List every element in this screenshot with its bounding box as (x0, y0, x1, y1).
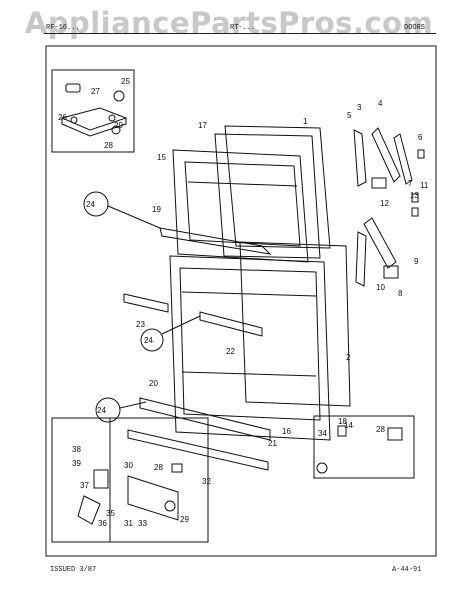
header-rule (44, 33, 436, 34)
inset-bottom-hinge (51, 417, 209, 543)
callout-24-mid: 24 (144, 336, 153, 345)
freezer-door (159, 125, 331, 263)
callout-37: 37 (80, 481, 89, 490)
callout-5: 5 (347, 111, 352, 120)
callout-32: 32 (202, 477, 211, 486)
callout-27: 27 (91, 87, 100, 96)
callout-29-inset: 29 (114, 121, 123, 130)
callout-28-inset: 28 (104, 141, 113, 150)
callout-25: 25 (121, 77, 130, 86)
callout-4: 4 (378, 99, 383, 108)
callout-17: 17 (198, 121, 207, 130)
callout-30: 30 (124, 461, 133, 470)
lower-hinge-parts (355, 217, 399, 287)
callout-23: 23 (136, 320, 145, 329)
callout-10: 10 (376, 283, 385, 292)
inset-top-hinge (51, 69, 135, 153)
callout-3: 3 (357, 103, 362, 112)
header-model-left: RF-16... (46, 24, 80, 32)
callout-33: 33 (138, 519, 147, 528)
callout-14: 14 (344, 421, 353, 430)
detail-circle-mid (140, 328, 164, 352)
callout-11: 11 (420, 181, 429, 190)
upper-hinge-parts (353, 127, 425, 217)
header-model-center: RT-... (230, 24, 256, 32)
callout-18: 18 (338, 417, 347, 426)
callout-29-bottom: 29 (180, 515, 189, 524)
callout-24-top: 24 (86, 200, 95, 209)
callout-9: 9 (414, 257, 419, 266)
callout-19: 19 (152, 205, 161, 214)
callout-39: 39 (72, 459, 81, 468)
callout-26: 26 (58, 113, 67, 122)
callout-36: 36 (98, 519, 107, 528)
callout-8: 8 (398, 289, 403, 298)
callout-6: 6 (418, 133, 423, 142)
callout-12: 12 (380, 199, 389, 208)
callout-35: 35 (106, 509, 115, 518)
callout-24-low: 24 (97, 406, 106, 415)
callout-22: 22 (226, 347, 235, 356)
callout-34: 34 (318, 429, 327, 438)
detail-circle-low (95, 397, 121, 423)
callout-21: 21 (268, 439, 277, 448)
callout-28-right: 28 (376, 425, 385, 434)
detail-circle-top (83, 191, 109, 217)
fresh-food-door (123, 241, 351, 471)
callout-16: 16 (282, 427, 291, 436)
callout-7: 7 (408, 179, 413, 188)
footer-issued: ISSUED 3/87 (50, 566, 97, 574)
callout-15: 15 (157, 153, 166, 162)
inset-bottom-parts (313, 415, 415, 479)
callout-38: 38 (72, 445, 81, 454)
callout-13: 13 (410, 191, 419, 200)
callout-1: 1 (303, 117, 308, 126)
callout-31: 31 (124, 519, 133, 528)
watermark: AppliancePartsPros.com (24, 6, 434, 40)
diagram-border (45, 45, 437, 557)
callout-20: 20 (149, 379, 158, 388)
footer-figure-number: A-44-91 (392, 566, 422, 574)
callout-2: 2 (346, 353, 351, 362)
header-section: DOORS (404, 24, 426, 32)
callout-28-bottom: 28 (154, 463, 163, 472)
